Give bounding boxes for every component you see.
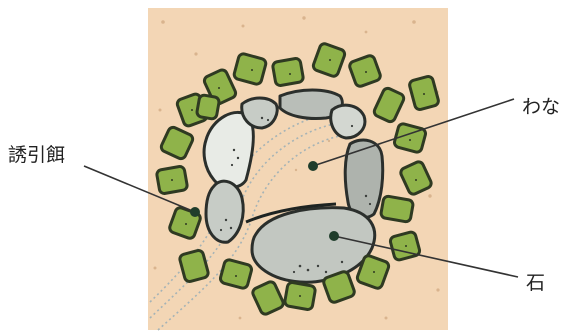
leader-dot-stone	[329, 231, 339, 241]
label-trap: わな	[522, 92, 560, 119]
leader-dot-lure	[190, 207, 200, 217]
stone-right	[345, 140, 383, 218]
stone-left	[206, 181, 243, 242]
leader-dot-trap	[308, 161, 318, 171]
stone-top-left	[242, 98, 277, 128]
label-stone: 石	[526, 268, 545, 295]
stone-top-right	[331, 105, 365, 138]
label-lure-bait: 誘引餌	[8, 140, 65, 167]
